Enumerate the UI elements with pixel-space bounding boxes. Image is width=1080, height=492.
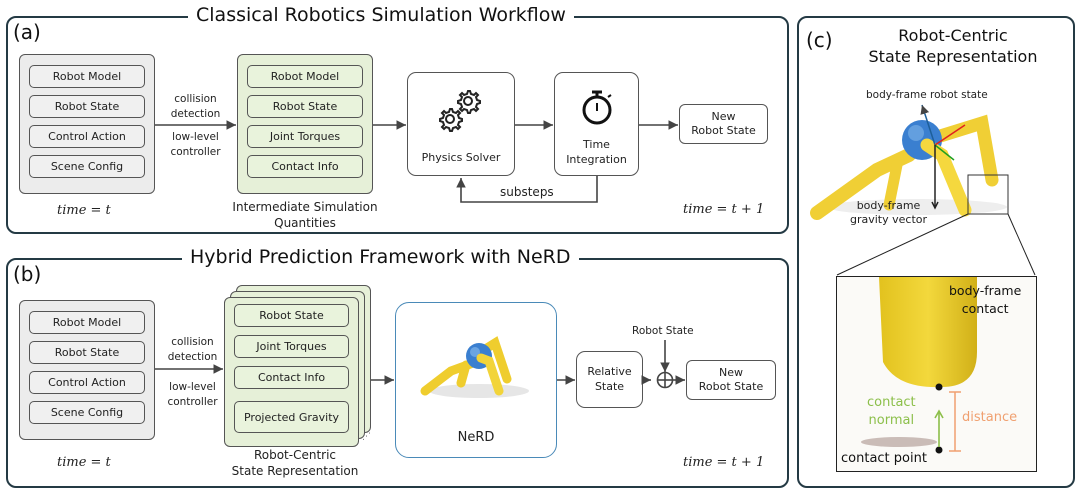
rep-contact-info: Contact Info (234, 366, 349, 389)
panel-b-edge-label-top: collision detection (167, 336, 218, 364)
time-integration-label-1: Time (583, 138, 610, 152)
time-integration-label-2: Integration (566, 152, 627, 166)
relative-state-box: Relative State (576, 351, 643, 408)
leg-tip-image (861, 277, 977, 454)
panel-b-new-robot-state: New Robot State (686, 360, 776, 400)
gravity-vector-label: body-frame gravity vector (850, 199, 928, 226)
contact-point-label: contact point (841, 451, 927, 466)
distance-arrow (949, 391, 961, 452)
nerd-label: NeRD (457, 430, 495, 446)
intermediate-robot-state: Robot State (247, 95, 363, 118)
panel-a-time-end: time = t + 1 (683, 202, 765, 217)
rep-robot-state: Robot State (234, 304, 349, 327)
stopwatch-icon (582, 90, 612, 125)
body-frame-robot-state-label: body-frame robot state (866, 89, 988, 101)
physics-solver-label: Physics Solver (421, 150, 501, 164)
distance-label: distance (962, 410, 1018, 425)
panel-b-representation-caption: Robot-Centric State Representation (231, 448, 359, 479)
input-robot-model: Robot Model (29, 65, 145, 88)
representation-group: Robot State Joint Torques Contact Info P… (224, 297, 359, 447)
panel-b-label: (b) (13, 262, 42, 286)
panel-a-label: (a) (13, 20, 41, 44)
physics-solver-box: Physics Solver (407, 72, 515, 176)
zoom-region-box (967, 174, 1009, 215)
rep-projected-gravity: Projected Gravity (234, 401, 349, 433)
contact-normal-label: contact normal (867, 395, 916, 429)
panel-a-time-start: time = t (57, 203, 111, 218)
intermediate-contact-info: Contact Info (247, 155, 363, 178)
panel-a-new-robot-state: New Robot State (679, 104, 768, 144)
panel-b-input-group: Robot Model Robot State Control Action S… (19, 300, 155, 440)
time-integration-box: Time Integration (554, 72, 639, 176)
axis-red-icon (934, 124, 966, 146)
intermediate-robot-model: Robot Model (247, 65, 363, 88)
body-frame-contact-label: body-frame contact (949, 283, 1022, 316)
axis-green-icon (934, 144, 955, 161)
contact-zoom-inset: body-frame contact contact normal distan… (836, 276, 1037, 472)
robot-illustration (810, 104, 1036, 276)
panel-b-time-end: time = t + 1 (683, 455, 765, 470)
input-robot-state: Robot State (29, 341, 145, 364)
input-control-action: Control Action (29, 371, 145, 394)
panel-b-title: Hybrid Prediction Framework with NeRD (182, 246, 579, 268)
panel-c-title: Robot-Centric State Representation (868, 26, 1038, 66)
panel-a-intermediate-caption: Intermediate Simulation Quantities (232, 200, 378, 231)
input-robot-model: Robot Model (29, 311, 145, 334)
gears-icon (439, 90, 481, 132)
nerd-model-box: NeRD (395, 302, 557, 458)
intermediate-joint-torques: Joint Torques (247, 125, 363, 148)
panel-a-edge-label-bottom: low-level controller (170, 131, 221, 159)
substeps-label: substeps (500, 185, 554, 199)
axis-blue-icon (920, 104, 936, 146)
robot-image (420, 336, 529, 398)
robot-state-input-label: Robot State (632, 325, 694, 337)
panel-a-title: Classical Robotics Simulation Workflow (188, 4, 574, 26)
input-robot-state: Robot State (29, 95, 145, 118)
stack-ellipsis: ⋰ (362, 432, 371, 442)
panel-a-edge-label-top: collision detection (170, 93, 221, 121)
input-scene-config: Scene Config (29, 155, 145, 178)
panel-b-edge-label-bottom: low-level controller (167, 381, 218, 409)
input-scene-config: Scene Config (29, 401, 145, 424)
panel-a-intermediate-group: Robot Model Robot State Joint Torques Co… (237, 54, 373, 194)
input-control-action: Control Action (29, 125, 145, 148)
rep-joint-torques: Joint Torques (234, 335, 349, 358)
panel-c-label: (c) (806, 28, 833, 52)
panel-b-time-start: time = t (57, 455, 111, 470)
panel-a-input-group: Robot Model Robot State Control Action S… (19, 54, 155, 194)
